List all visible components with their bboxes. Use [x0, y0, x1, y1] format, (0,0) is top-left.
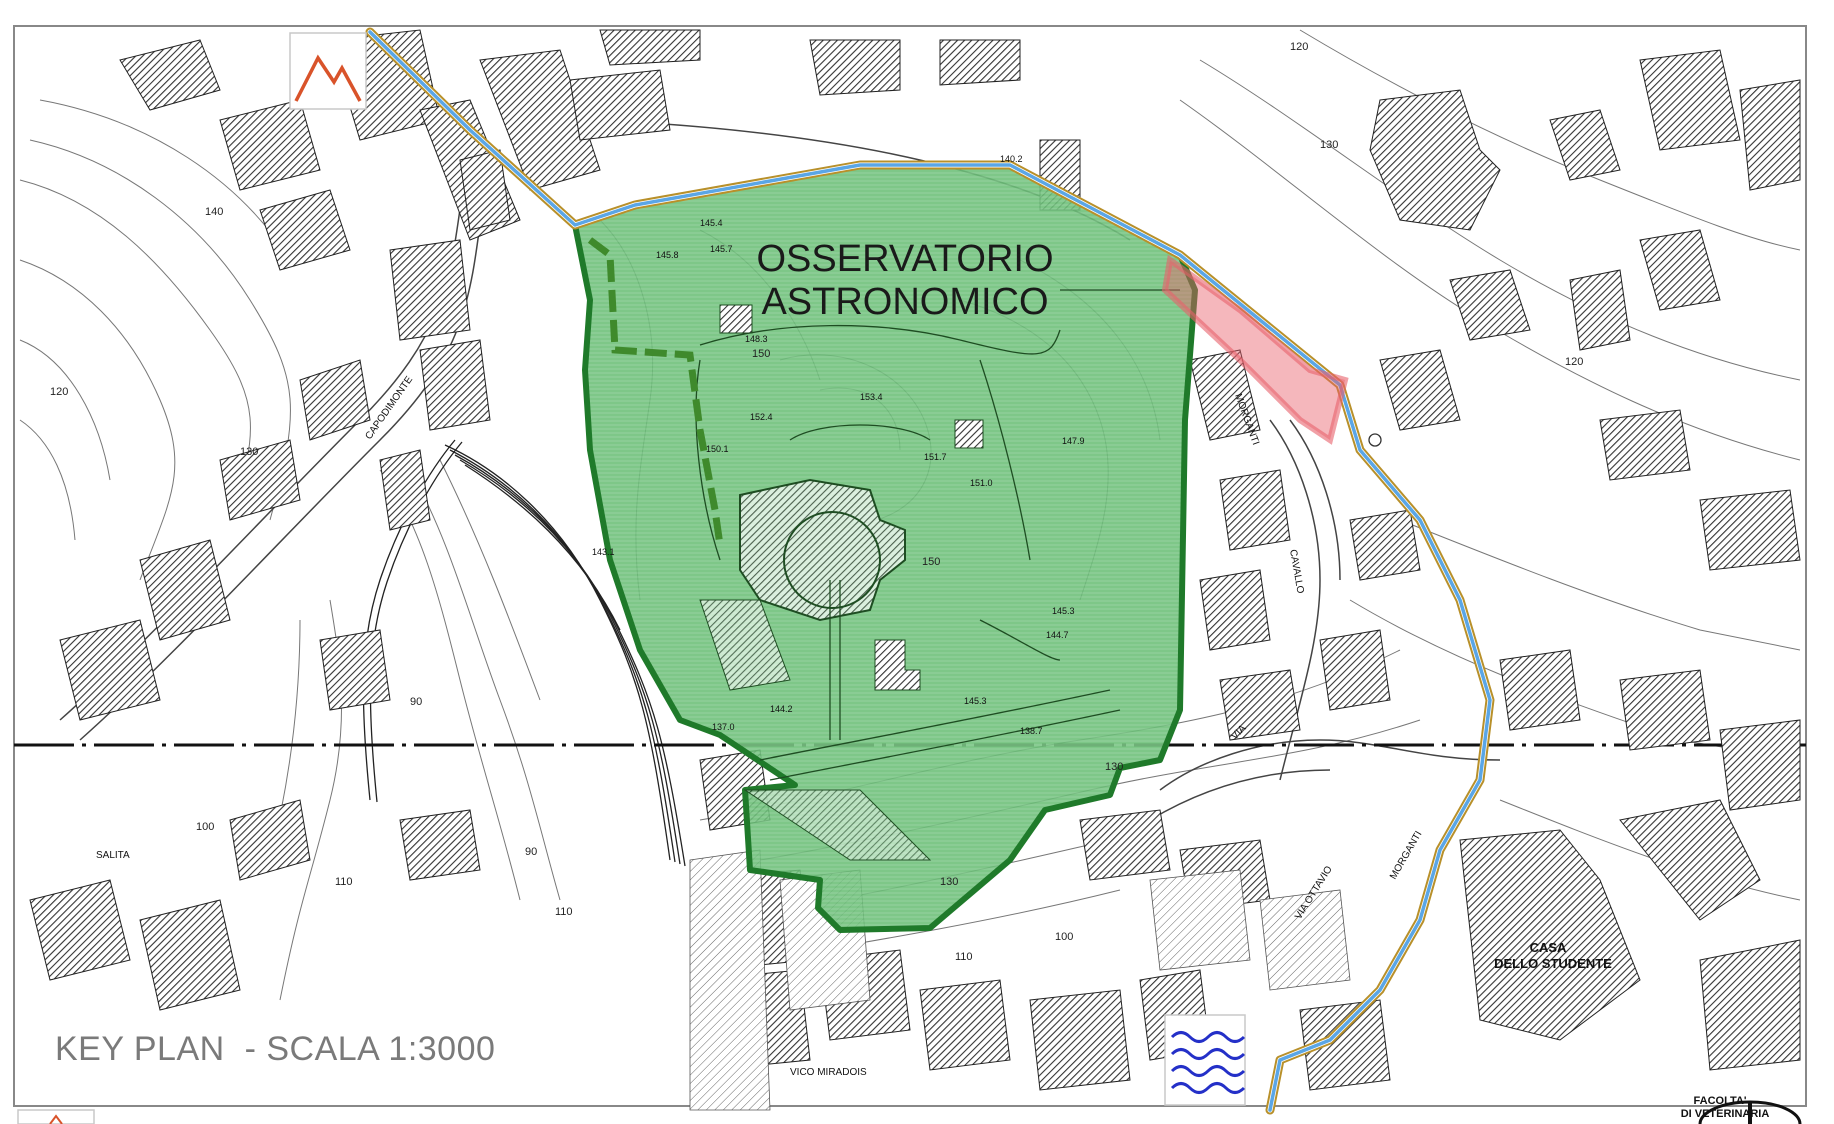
north-arrow-icon [1698, 1100, 1802, 1124]
site-title-line2: ASTRONOMICO [761, 281, 1049, 323]
spot-height: 151.7 [924, 452, 947, 462]
spot-height: 153.4 [860, 392, 883, 402]
mountain-icon [289, 32, 367, 110]
contour-label: 130 [1320, 139, 1338, 151]
highlight-segment [1161, 254, 1349, 445]
street-label: SALITA [96, 850, 130, 861]
spot-height: 140.2 [1000, 154, 1023, 164]
keyplan-label: KEY PLAN - SCALA 1:3000 [55, 1030, 496, 1068]
spot-height: 137.0 [712, 722, 735, 732]
spot-height: 144.7 [1046, 630, 1069, 640]
contour-label: 120 [50, 386, 68, 398]
contour-label: 110 [955, 951, 973, 963]
contour-label: 150 [922, 556, 940, 568]
contour-label: 100 [1055, 931, 1073, 943]
spot-height: 145.4 [700, 218, 723, 228]
contour-label: 110 [335, 876, 353, 888]
spot-height: 138.7 [1020, 726, 1043, 736]
contour-label: 100 [196, 821, 214, 833]
observatory-site [572, 162, 1198, 933]
contour-label: 130 [1105, 761, 1123, 773]
green-trail [587, 237, 724, 546]
contour-label: 120 [1565, 356, 1583, 368]
contour-label: 150 [752, 348, 770, 360]
spot-height: 145.7 [710, 244, 733, 254]
spot-height: 152.4 [750, 412, 773, 422]
light-buildings [689, 849, 1351, 1111]
spot-height: 145.3 [964, 696, 987, 706]
route-path [365, 27, 1495, 1115]
spot-height: 145.8 [656, 250, 679, 260]
spot-height: 150.1 [706, 444, 729, 454]
spot-height: 148.3 [745, 334, 768, 344]
contour-labels: 120 130 120 120 130 140 150 150 130 130 … [50, 41, 1583, 963]
spot-heights: 145.4 145.8 145.7 148.3 153.4 152.4 150.… [592, 154, 1085, 736]
site-title-line1: OSSERVATORIO [756, 238, 1054, 280]
street-label: VICO MIRADOIS [790, 1067, 867, 1078]
water-waves-icon [1164, 1014, 1246, 1106]
facolta-label-line2: DI VETERINARIA [1680, 1108, 1770, 1120]
spot-height: 151.0 [970, 478, 993, 488]
casa-label-line2: DELLO STUDENTE [1494, 956, 1612, 971]
contour-label: 90 [525, 846, 537, 858]
contour-label: 120 [1290, 41, 1308, 53]
contour-label: 140 [205, 206, 223, 218]
spot-height: 144.2 [770, 704, 793, 714]
keyplan-label-bg [16, 1015, 466, 1095]
observatory-building [739, 478, 906, 622]
facolta-label-line1: FACOLTA' [1693, 1095, 1747, 1107]
casa-label-line1: CASA [1529, 940, 1567, 955]
steep-slope [362, 439, 686, 867]
spot-height: 145.3 [1052, 606, 1075, 616]
spot-height: 147.9 [1062, 436, 1085, 446]
contour-label: 130 [940, 876, 958, 888]
mountain-icon-small [17, 1109, 95, 1124]
contour-label: 90 [410, 696, 422, 708]
spot-height: 143.1 [592, 547, 615, 557]
contour-label: 130 [240, 446, 258, 458]
contour-label: 110 [555, 906, 573, 918]
